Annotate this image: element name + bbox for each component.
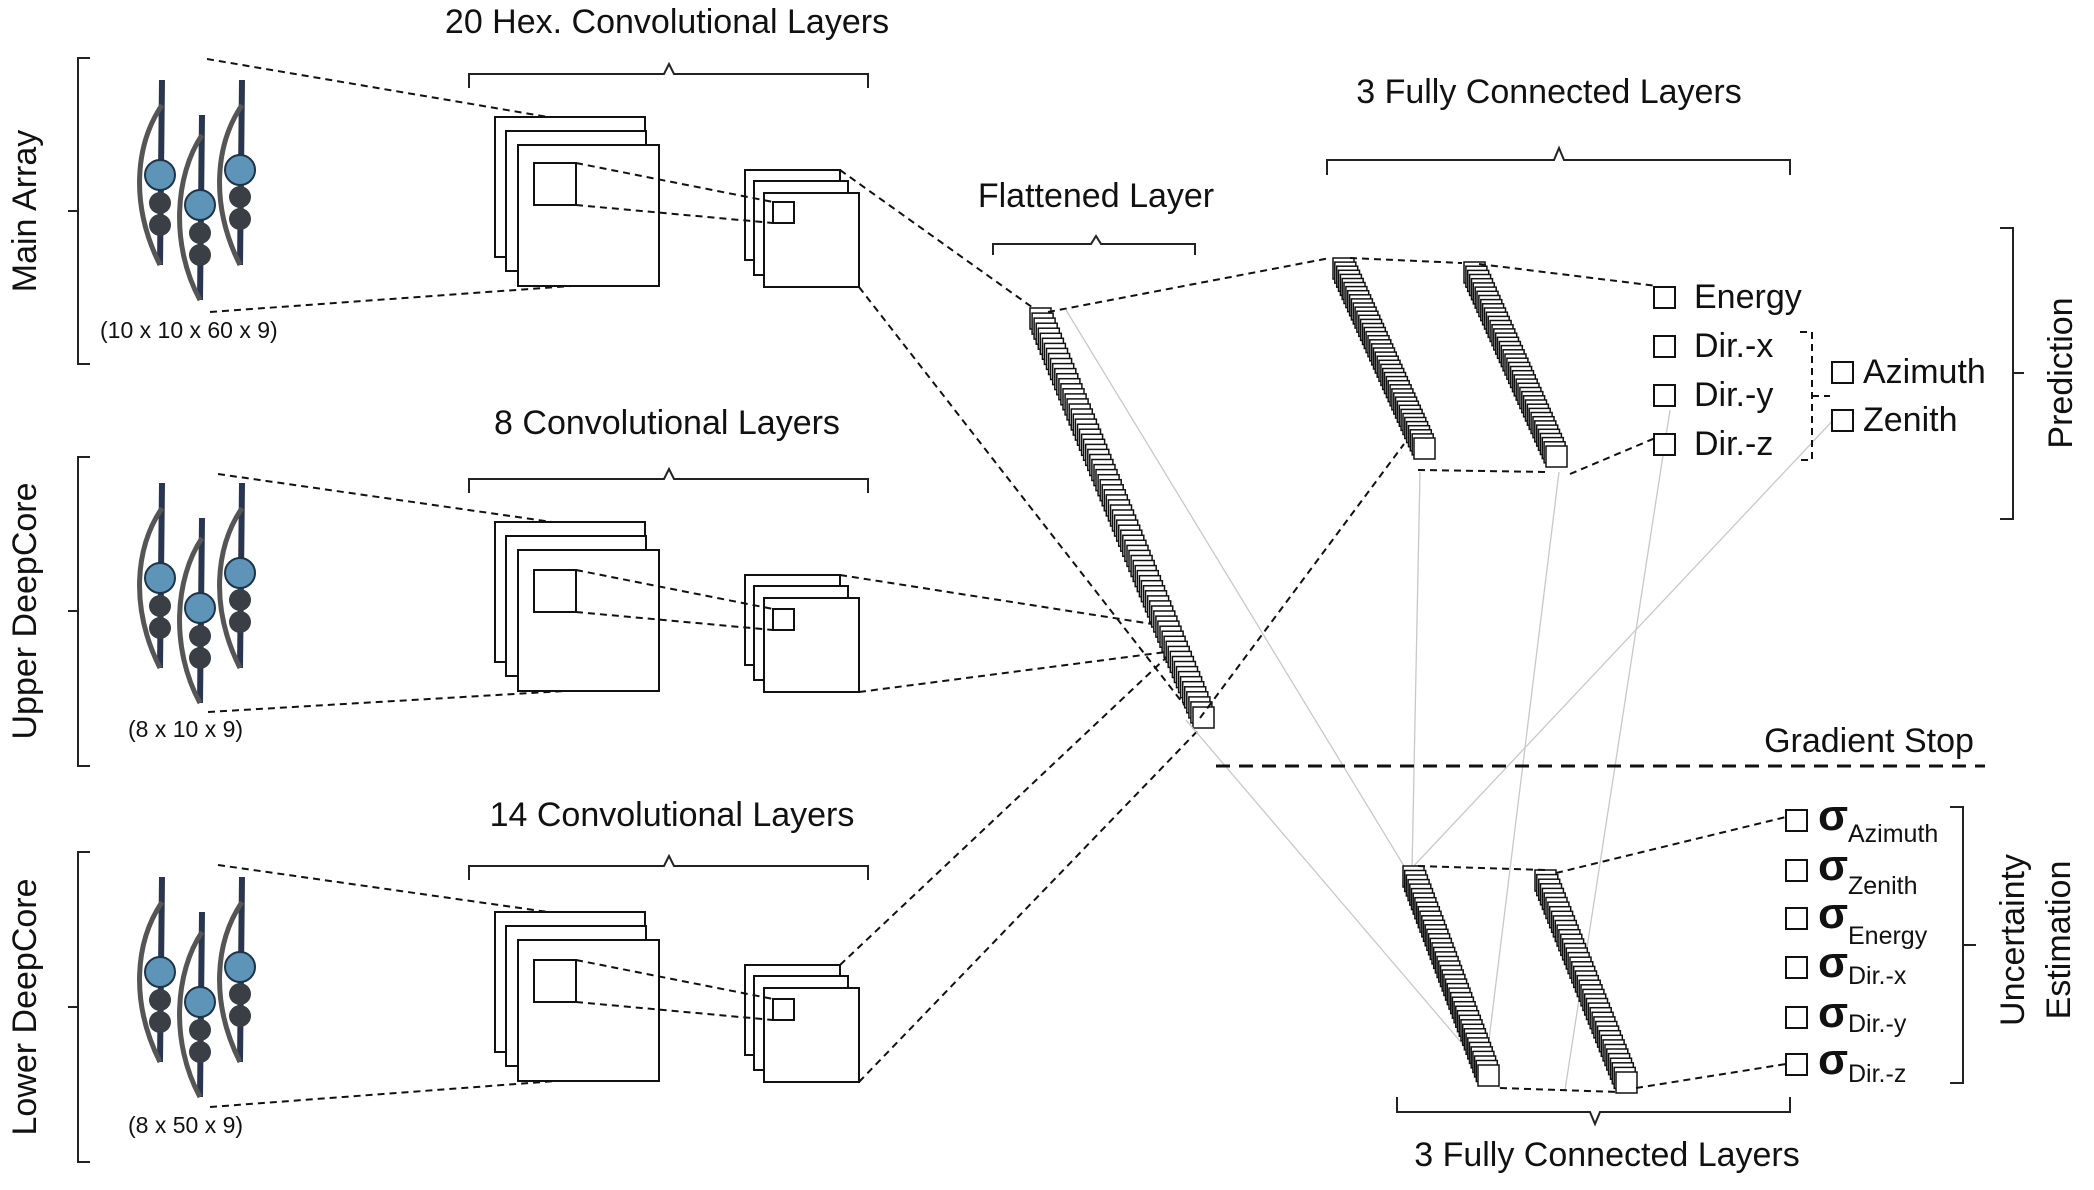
conv-title-main: 20 Hex. Convolutional Layers bbox=[445, 3, 889, 41]
prediction-fc-layer-1 bbox=[1332, 257, 1436, 460]
prediction-label-azimuth: Azimuth bbox=[1863, 353, 1986, 391]
sigma-symbol: σ bbox=[1818, 841, 1848, 890]
prediction-group-label: Prediction bbox=[2042, 297, 2080, 448]
input-shape-lower: (8 x 50 x 9) bbox=[128, 1112, 243, 1138]
uncertainty-fc-layer-1 bbox=[1402, 865, 1500, 1087]
conv-brace-lower bbox=[468, 853, 869, 880]
uncertainty-group-label-2: Estimation bbox=[2040, 861, 2078, 1020]
uncertainty-label-zenith: Zenith bbox=[1848, 872, 1917, 900]
dashed-links-prediction bbox=[1047, 257, 1661, 719]
uncertainty-label-dir-y: Dir.-y bbox=[1848, 1010, 1907, 1038]
feature-maps-lower-large bbox=[494, 911, 660, 1082]
detector-strings-icon-lower bbox=[137, 876, 256, 1099]
branch-label-upper-deepcore: Upper DeepCore bbox=[6, 482, 44, 739]
uncertainty-output-dir-y: σ Dir.-y bbox=[1785, 988, 1907, 1038]
uncertainty-label-energy: Energy bbox=[1848, 922, 1928, 950]
prediction-label-dir-z: Dir.-z bbox=[1694, 425, 1773, 463]
feature-maps-main-small bbox=[744, 169, 860, 288]
prediction-group-bracket bbox=[2000, 227, 2024, 520]
conv-title-lower: 14 Convolutional Layers bbox=[490, 796, 855, 834]
side-bracket-main-array bbox=[68, 57, 90, 365]
detector-strings-icon-upper bbox=[137, 482, 256, 705]
prediction-output-dir-z: Dir.-z bbox=[1653, 425, 1773, 463]
uncertainty-output-zenith: σ Zenith bbox=[1785, 841, 1917, 900]
side-bracket-upper-deepcore bbox=[68, 456, 90, 767]
uncertainty-fc-layer-2 bbox=[1534, 869, 1638, 1094]
uncertainty-output-dir-x: σ Dir.-x bbox=[1785, 938, 1907, 990]
uncertainty-fc-brace bbox=[1396, 1097, 1791, 1127]
uncertainty-fc-title: 3 Fully Connected Layers bbox=[1414, 1136, 1800, 1174]
input-shape-upper: (8 x 10 x 9) bbox=[128, 716, 243, 742]
feature-maps-main-large bbox=[494, 116, 660, 287]
prediction-output-azimuth: Azimuth bbox=[1831, 353, 1986, 391]
branch-label-lower-deepcore: Lower DeepCore bbox=[6, 878, 44, 1135]
flattened-title: Flattened Layer bbox=[978, 177, 1214, 215]
feature-maps-lower-small bbox=[744, 964, 860, 1083]
uncertainty-label-dir-z: Dir.-z bbox=[1848, 1060, 1906, 1088]
prediction-fc-brace bbox=[1326, 145, 1791, 175]
flattened-brace bbox=[992, 234, 1196, 255]
conv-brace-upper bbox=[468, 466, 869, 493]
uncertainty-group-bracket bbox=[1950, 806, 1976, 1084]
feature-maps-upper-large bbox=[494, 521, 660, 692]
uncertainty-output-energy: σ Energy bbox=[1785, 889, 1928, 950]
uncertainty-output-dir-z: σ Dir.-z bbox=[1785, 1035, 1906, 1088]
conv-title-upper: 8 Convolutional Layers bbox=[494, 404, 840, 442]
sigma-symbol: σ bbox=[1818, 988, 1848, 1037]
sigma-symbol: σ bbox=[1818, 889, 1848, 938]
sigma-symbol: σ bbox=[1818, 791, 1848, 840]
flattened-layer-column bbox=[1029, 307, 1215, 729]
prediction-output-dir-y: Dir.-y bbox=[1653, 376, 1773, 414]
prediction-fc-layer-2 bbox=[1463, 261, 1568, 468]
dashed-links-lower bbox=[209, 653, 1211, 1108]
dashed-links-upper bbox=[207, 473, 1167, 713]
prediction-fc-title: 3 Fully Connected Layers bbox=[1356, 73, 1742, 111]
conv-brace-main bbox=[468, 61, 869, 88]
prediction-output-energy: Energy bbox=[1653, 278, 1802, 316]
prediction-output-zenith: Zenith bbox=[1831, 401, 1958, 439]
sigma-symbol: σ bbox=[1818, 1035, 1848, 1084]
uncertainty-label-azimuth: Azimuth bbox=[1848, 820, 1938, 848]
branch-label-main-array: Main Array bbox=[6, 130, 44, 293]
gradient-stop-label: Gradient Stop bbox=[1764, 722, 1974, 760]
uncertainty-group-label-1: Uncertainty bbox=[1994, 854, 2032, 1026]
neuron-unit bbox=[1615, 1071, 1638, 1094]
prediction-output-dir-x: Dir.-x bbox=[1653, 327, 1773, 365]
direction-group-bracket bbox=[1800, 331, 1830, 461]
sigma-symbol: σ bbox=[1818, 938, 1848, 987]
neuron-unit bbox=[1413, 437, 1436, 460]
dashed-links-main bbox=[206, 58, 1197, 721]
prediction-label-dir-y: Dir.-y bbox=[1694, 376, 1773, 414]
dashed-links-uncertainty bbox=[1417, 816, 1787, 1093]
feature-maps-upper-small bbox=[744, 574, 860, 693]
detector-strings-icon-main bbox=[137, 79, 256, 302]
side-bracket-lower-deepcore bbox=[68, 851, 90, 1163]
neuron-unit bbox=[1192, 706, 1215, 729]
neuron-unit bbox=[1545, 445, 1568, 468]
input-shape-main: (10 x 10 x 60 x 9) bbox=[100, 317, 278, 343]
prediction-label-dir-x: Dir.-x bbox=[1694, 327, 1773, 365]
prediction-label-zenith: Zenith bbox=[1863, 401, 1958, 439]
uncertainty-label-dir-x: Dir.-x bbox=[1848, 962, 1907, 990]
uncertainty-output-azimuth: σ Azimuth bbox=[1785, 791, 1938, 848]
prediction-label-energy: Energy bbox=[1694, 278, 1802, 316]
neuron-unit bbox=[1477, 1064, 1500, 1087]
